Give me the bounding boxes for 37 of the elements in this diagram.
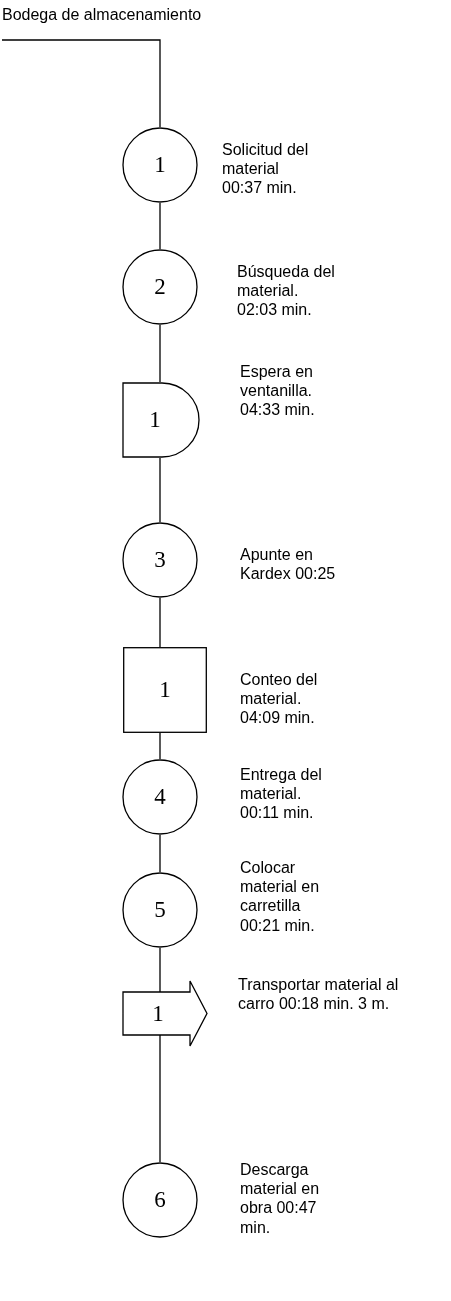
operation-circle: [122, 127, 198, 203]
delay-symbol: [122, 382, 200, 458]
step-number: 1: [154, 152, 166, 178]
operation-circle: [122, 872, 198, 948]
step-description: Solicitud del material 00:37 min.: [222, 140, 310, 198]
connector-line: [159, 202, 161, 250]
area-title: Bodega de almacenamiento: [2, 6, 202, 40]
transport-arrow: [122, 980, 208, 1047]
connector-line: [159, 834, 161, 873]
step-number: 4: [154, 784, 166, 810]
step-number: 2: [154, 274, 166, 300]
step-number: 6: [154, 1187, 166, 1213]
connector-line: [1, 39, 161, 128]
connector-line: [159, 1034, 161, 1163]
step-number: 3: [154, 547, 166, 573]
step-description: Descarga material en obra 00:47 min.: [240, 1160, 321, 1237]
connector-line: [159, 324, 161, 383]
step-number: 5: [154, 897, 166, 923]
connector-line: [159, 457, 161, 523]
inspection-square: [123, 647, 207, 733]
step-description: Espera en ventanilla. 04:33 min.: [240, 362, 316, 420]
operation-circle: [122, 759, 198, 835]
step-description: Apunte en Kardex 00:25: [240, 545, 337, 584]
step-description: Colocar material en carretilla 00:21 min.: [240, 858, 321, 935]
step-description: Búsqueda del material. 02:03 min.: [237, 262, 336, 320]
connector-line: [159, 947, 161, 993]
step-number: 1: [159, 677, 171, 703]
step-description: Entrega del material. 00:11 min.: [240, 765, 323, 823]
step-description: Conteo del material. 04:09 min.: [240, 670, 319, 728]
operation-circle: [122, 1162, 198, 1238]
step-number: 1: [152, 1000, 164, 1027]
operation-circle: [122, 249, 198, 325]
step-description: Transportar material al carro 00:18 min. 3 m.: [238, 975, 400, 1014]
connector-line: [159, 597, 161, 648]
step-number: 1: [149, 407, 161, 433]
connector-line: [159, 732, 161, 760]
operation-circle: [122, 522, 198, 598]
